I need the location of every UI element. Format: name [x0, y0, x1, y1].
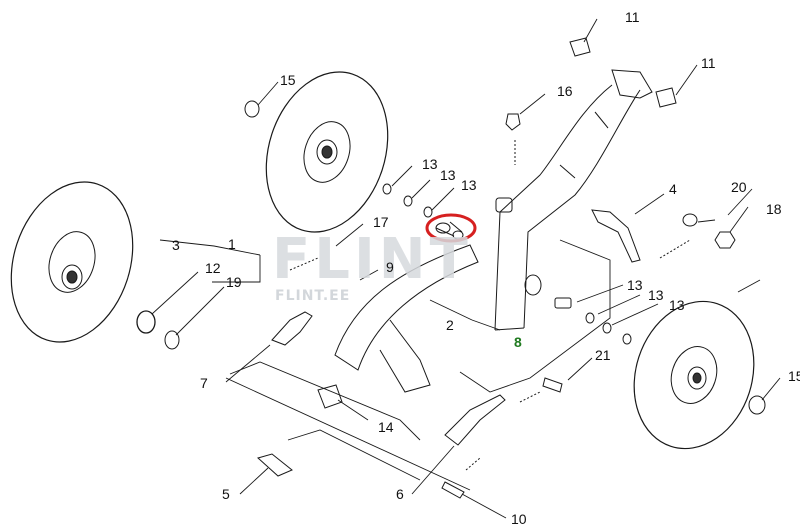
label-18: 18	[766, 201, 782, 217]
scraper-7	[271, 311, 313, 346]
label-16: 16	[557, 83, 573, 99]
bolt-10	[441, 481, 465, 499]
label-14: 14	[378, 419, 394, 435]
washer-13b	[403, 195, 413, 207]
cap-15-right	[748, 395, 766, 415]
label-15-upper: 15	[280, 72, 296, 88]
block-14	[317, 384, 343, 409]
label-13-3: 13	[461, 177, 477, 193]
disc-upper	[265, 71, 389, 233]
label-13-1: 13	[422, 156, 438, 172]
label-3: 3	[172, 237, 180, 253]
label-8: 8	[514, 334, 522, 350]
shank-9	[334, 244, 479, 371]
label-10: 10	[511, 511, 527, 527]
disc-right	[633, 300, 755, 450]
label-12: 12	[205, 260, 221, 276]
pin-13	[554, 297, 572, 309]
label-7: 7	[200, 375, 208, 391]
disc-left	[10, 181, 134, 343]
label-21: 21	[595, 347, 611, 363]
callout-labels: 11 11 15 16 13 13 13 4 20 18 17 3 1 12 1…	[172, 9, 800, 527]
label-11-top: 11	[625, 9, 640, 25]
washer-13d	[585, 312, 595, 324]
blade-5	[256, 453, 293, 477]
highlight-circle	[425, 213, 477, 243]
cap-15-upper	[244, 100, 260, 118]
washer-13f	[622, 333, 632, 345]
bushing-11b	[655, 87, 677, 108]
diagram-linework	[10, 18, 781, 519]
label-11-right: 11	[701, 55, 716, 71]
label-9: 9	[386, 259, 394, 275]
ring-19	[164, 330, 180, 350]
washer-20	[682, 213, 698, 227]
frame-arm	[494, 69, 653, 331]
label-20: 20	[731, 179, 747, 195]
scraper-6	[444, 394, 506, 446]
label-5: 5	[222, 486, 230, 502]
label-13-6: 13	[669, 297, 685, 313]
label-4: 4	[669, 181, 677, 197]
bracket-4	[591, 209, 641, 263]
watermark-site: FLINT.EE	[275, 288, 350, 304]
label-17: 17	[373, 214, 389, 230]
washer-13a	[382, 183, 392, 195]
label-13-2: 13	[440, 167, 456, 183]
shank-plate	[379, 319, 431, 393]
bolt-16	[505, 113, 521, 131]
bearing-12	[136, 310, 156, 334]
label-19: 19	[226, 274, 242, 290]
label-1: 1	[228, 236, 236, 252]
washer-13c	[423, 206, 433, 218]
nut-18	[714, 231, 736, 249]
label-2: 2	[446, 317, 454, 333]
washer-13e	[602, 322, 612, 334]
label-15-right: 15	[788, 368, 800, 384]
label-6: 6	[396, 486, 404, 502]
watermark-brand: FLINT	[272, 227, 472, 292]
bushing-11a	[569, 37, 591, 57]
bolt-21	[542, 377, 563, 393]
label-13-4: 13	[627, 277, 643, 293]
arrows	[289, 140, 691, 471]
leader-lines	[151, 18, 781, 519]
label-13-5: 13	[648, 287, 664, 303]
